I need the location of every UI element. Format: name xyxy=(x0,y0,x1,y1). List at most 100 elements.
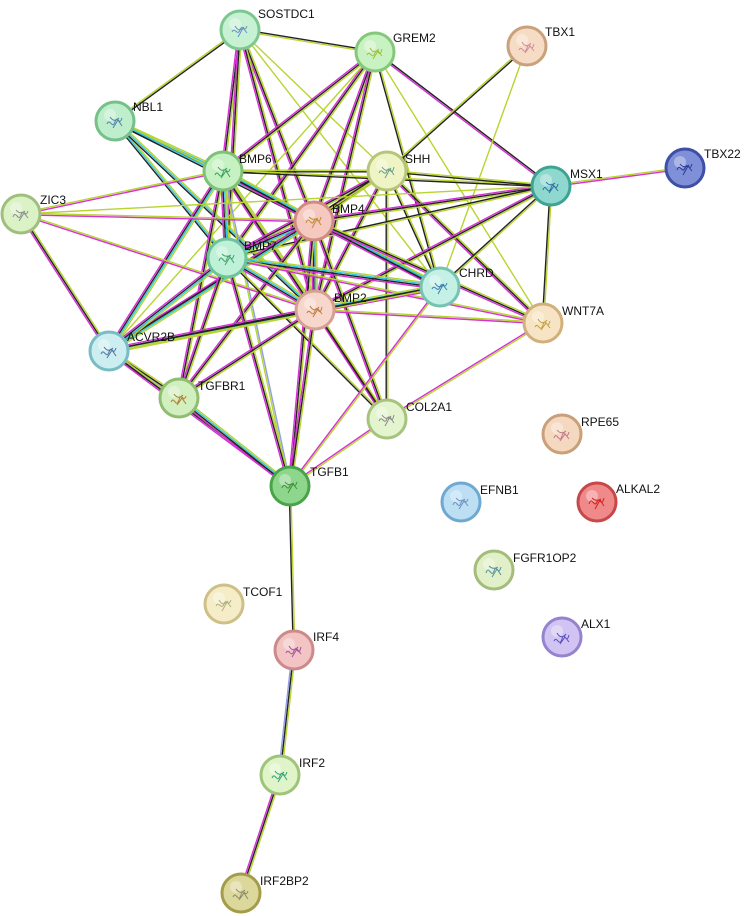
node-bmp4[interactable]: BMP4 xyxy=(293,200,365,242)
node-sostdc1[interactable]: SOSTDC1 xyxy=(219,7,315,51)
edge-strand xyxy=(109,222,316,354)
edge-msx1-chrd xyxy=(438,184,553,289)
edge-strand xyxy=(20,169,223,214)
edge-strand xyxy=(315,186,553,313)
node-bmp2[interactable]: BMP2 xyxy=(294,289,367,331)
node-shh[interactable]: SHH xyxy=(366,150,430,192)
node-highlight xyxy=(532,311,544,323)
protein-structure-icon xyxy=(485,565,502,578)
node-circle[interactable] xyxy=(158,377,200,419)
node-chrd[interactable]: CHRD xyxy=(419,266,494,308)
node-bmp6[interactable]: BMP6 xyxy=(202,150,272,192)
edge-grem2-bmp7 xyxy=(225,50,377,260)
protein-structure-icon xyxy=(518,41,535,54)
node-bmp7[interactable]: BMP7 xyxy=(206,237,277,279)
edge-strand xyxy=(238,774,280,893)
node-label: TBX1 xyxy=(545,25,575,39)
edge-strand xyxy=(314,310,543,325)
edge-bmp2-tgfb1 xyxy=(287,309,318,487)
node-circle[interactable] xyxy=(530,165,572,207)
node-efnb1[interactable]: EFNB1 xyxy=(440,481,519,523)
node-wnt7a[interactable]: WNT7A xyxy=(522,302,604,344)
protein-structure-icon xyxy=(378,414,395,427)
protein-structure-icon xyxy=(431,282,448,295)
edge-strand xyxy=(315,308,389,419)
edge-strand xyxy=(176,257,227,398)
edge-bmp7-wnt7a xyxy=(226,256,544,325)
edge-strand xyxy=(385,171,543,325)
edge-bmp7-chrd xyxy=(226,254,441,291)
node-zic3[interactable]: ZIC3 xyxy=(0,193,66,235)
edge-shh-chrd xyxy=(385,170,442,288)
node-fgfr1op2[interactable]: FGFR1OP2 xyxy=(473,549,577,591)
node-circle[interactable] xyxy=(220,872,262,914)
node-circle[interactable] xyxy=(541,413,583,455)
node-alkal2[interactable]: ALKAL2 xyxy=(576,481,660,523)
node-label: MSX1 xyxy=(570,167,603,181)
node-highlight xyxy=(483,558,495,570)
node-label: TCOF1 xyxy=(243,585,283,599)
edge-strand xyxy=(313,183,551,310)
node-label: BMP6 xyxy=(239,152,272,166)
node-label: RPE65 xyxy=(581,415,619,429)
edge-strand xyxy=(176,170,223,398)
node-col2a1[interactable]: COL2A1 xyxy=(366,398,452,440)
node-tbx1[interactable]: TBX1 xyxy=(506,25,575,67)
edge-strand xyxy=(385,171,440,288)
edge-strand xyxy=(438,184,551,287)
node-tbx22[interactable]: TBX22 xyxy=(664,147,741,189)
node-irf2[interactable]: IRF2 xyxy=(259,754,325,796)
edge-strand xyxy=(113,121,227,260)
protein-structure-icon xyxy=(553,429,570,442)
edge-layer xyxy=(19,28,686,894)
edge-strand xyxy=(314,51,376,311)
edge-strand xyxy=(387,170,442,287)
node-highlight xyxy=(674,156,686,168)
node-tcof1[interactable]: TCOF1 xyxy=(203,583,283,625)
node-tgfb1[interactable]: TGFB1 xyxy=(269,465,349,507)
node-highlight xyxy=(586,490,598,502)
edge-bmp4-tgfbr1 xyxy=(177,219,316,400)
edge-strand xyxy=(223,170,292,486)
node-grem2[interactable]: GREM2 xyxy=(354,31,436,73)
node-msx1[interactable]: MSX1 xyxy=(530,165,603,207)
node-irf2bp2[interactable]: IRF2BP2 xyxy=(220,872,309,914)
edge-strand xyxy=(177,219,314,398)
edge-strand xyxy=(279,649,295,776)
edge-strand xyxy=(223,52,377,173)
edge-bmp6-tgfbr1 xyxy=(176,170,226,399)
node-acvr2b[interactable]: ACVR2B xyxy=(88,330,175,372)
node-label: IRF2 xyxy=(299,756,325,770)
edge-irf2-irf2bp2 xyxy=(238,774,283,894)
edge-strand xyxy=(20,214,314,223)
edge-strand xyxy=(227,257,293,486)
edge-strand xyxy=(226,259,440,291)
edge-strand xyxy=(107,255,226,350)
node-rpe65[interactable]: RPE65 xyxy=(541,413,619,455)
node-tgfbr1[interactable]: TGFBR1 xyxy=(158,377,246,419)
node-alx1[interactable]: ALX1 xyxy=(541,616,611,658)
edge-strand xyxy=(239,29,441,288)
edge-strand xyxy=(109,258,228,353)
edge-strand xyxy=(541,185,551,323)
protein-structure-icon xyxy=(218,253,235,266)
protein-structure-icon xyxy=(214,166,231,179)
edge-bmp6-tgfb1 xyxy=(221,170,292,487)
protein-structure-icon xyxy=(106,116,123,129)
edge-bmp2-tgfbr1 xyxy=(177,308,317,400)
node-circle[interactable] xyxy=(202,150,244,192)
node-highlight xyxy=(450,490,462,502)
node-label: BMP4 xyxy=(332,202,365,216)
protein-structure-icon xyxy=(553,632,570,645)
edge-strand xyxy=(108,306,315,350)
node-irf4[interactable]: IRF4 xyxy=(273,629,339,671)
edge-strand xyxy=(289,309,316,487)
edge-strand xyxy=(374,51,544,324)
edge-strand xyxy=(315,308,544,323)
node-nbl1[interactable]: NBL1 xyxy=(94,100,163,142)
edge-strand xyxy=(227,52,377,260)
edge-strand xyxy=(240,774,281,894)
edge-strand xyxy=(110,259,229,354)
edge-shh-wnt7a xyxy=(385,169,545,325)
